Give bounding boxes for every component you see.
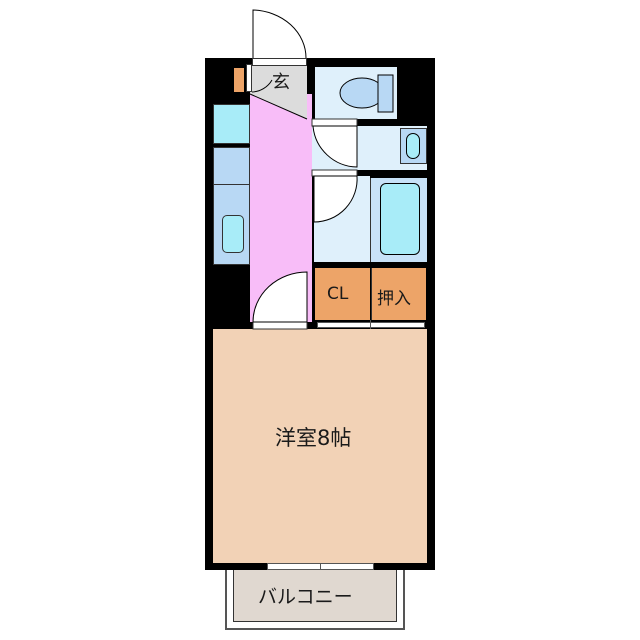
- closet-door-divider: [370, 320, 371, 329]
- entrance-door-jamb: [246, 64, 252, 92]
- western-room-label: 洋室8帖: [275, 426, 352, 450]
- entrance-door-frame[interactable]: [252, 58, 307, 66]
- washbasin-bowl-icon: [406, 133, 420, 159]
- entrance-label: 玄: [272, 72, 290, 93]
- balcony-label: バルコニー: [258, 586, 353, 608]
- oshiire: [371, 268, 426, 320]
- closet-sliding-door[interactable]: [317, 322, 425, 328]
- western-room: [213, 329, 427, 563]
- counter-divider: [213, 184, 250, 185]
- balcony: [233, 568, 397, 622]
- sink-icon: [222, 215, 244, 253]
- closet: [315, 268, 370, 320]
- bathtub-icon: [380, 183, 420, 255]
- closet-label: CL: [327, 284, 349, 304]
- shoe-cabinet: [234, 68, 244, 92]
- window-divider: [320, 563, 321, 570]
- oshiire-label: 押入: [377, 289, 411, 309]
- fridge-space: [213, 104, 250, 144]
